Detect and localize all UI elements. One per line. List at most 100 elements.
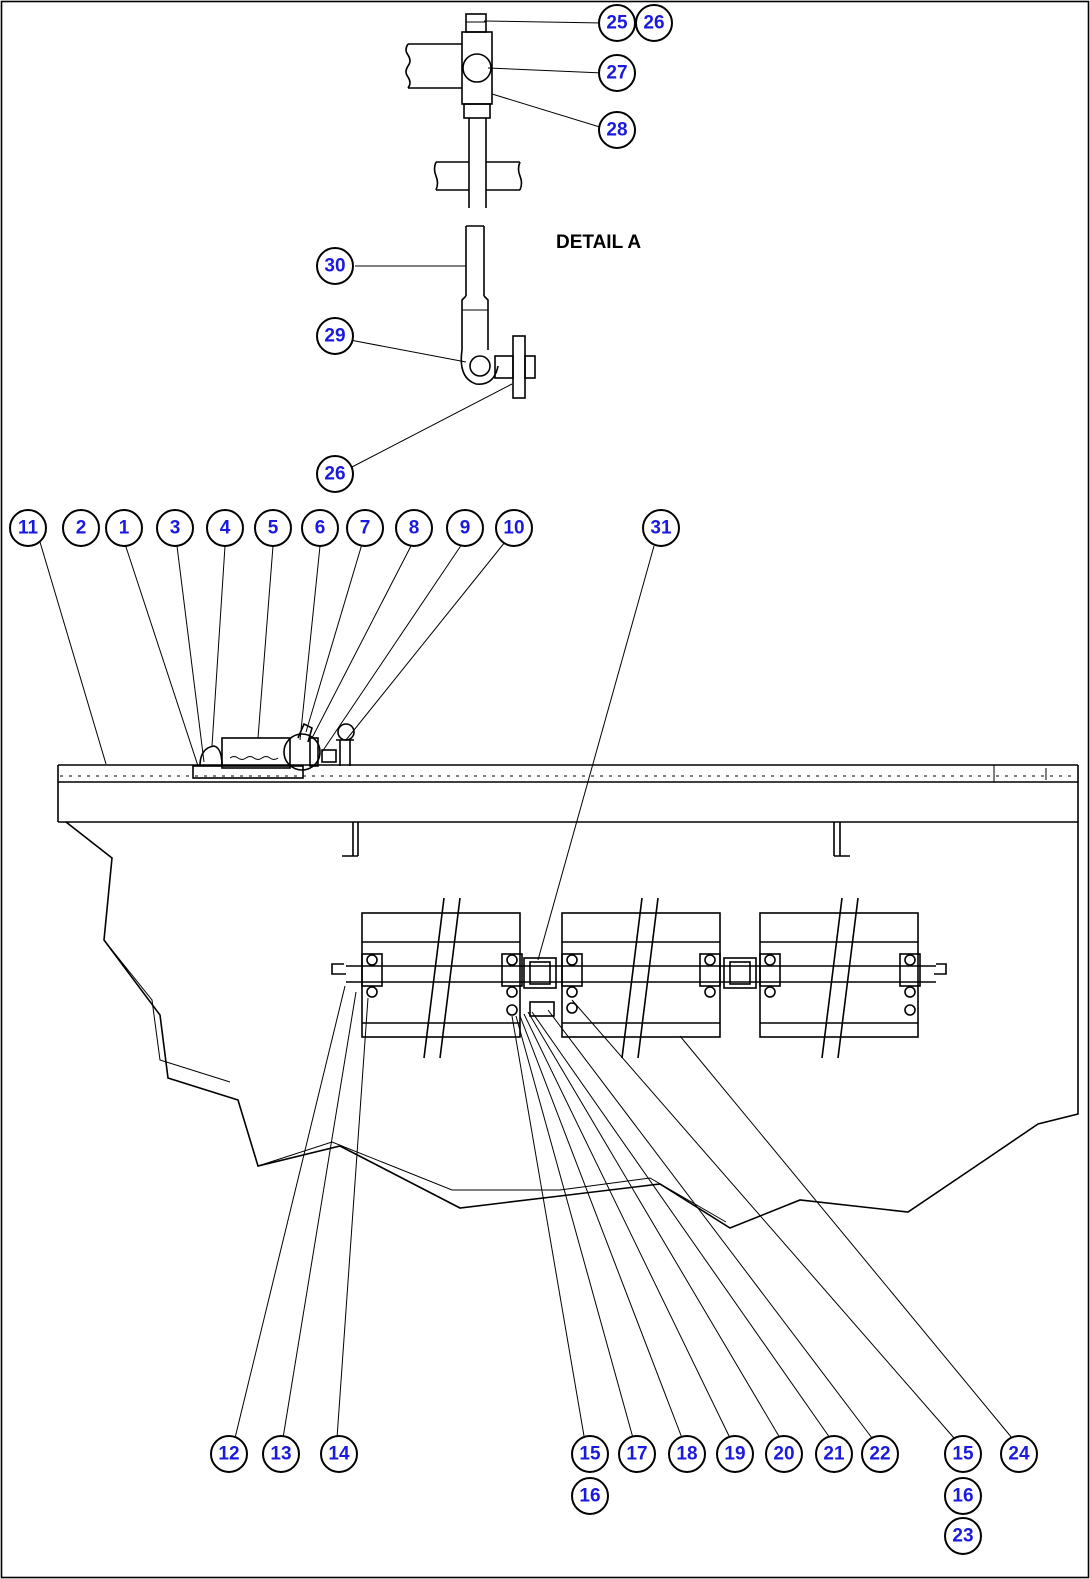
callout-number: 11 <box>18 518 39 539</box>
callout-circle <box>316 455 354 493</box>
callout-number: 26 <box>643 13 664 34</box>
callout-circle <box>944 1435 982 1473</box>
callout-number: 15 <box>952 1444 974 1465</box>
callout-bubble-c9: 9 <box>446 509 484 547</box>
callout-number: 9 <box>460 518 471 539</box>
callout-bubble-c28: 28 <box>598 111 636 149</box>
callout-bubble-c17: 17 <box>618 1435 656 1473</box>
callout-circle <box>210 1435 248 1473</box>
callout-number: 10 <box>503 518 524 539</box>
callout-number: 28 <box>606 120 627 141</box>
callout-circle <box>642 509 680 547</box>
callout-bubble-c22: 22 <box>861 1435 899 1473</box>
callout-bubble-c12: 12 <box>210 1435 248 1473</box>
callout-bubble-c15b: 15 <box>944 1435 982 1473</box>
callout-circle <box>346 509 384 547</box>
callout-number: 14 <box>328 1444 350 1465</box>
callout-circle <box>571 1435 609 1473</box>
callout-number: 18 <box>676 1444 697 1465</box>
callout-circle <box>668 1435 706 1473</box>
callout-bubble-c13: 13 <box>262 1435 300 1473</box>
callout-number: 15 <box>579 1444 601 1465</box>
callout-number: 13 <box>270 1444 291 1465</box>
callout-bubble-c19: 19 <box>716 1435 754 1473</box>
callout-number: 8 <box>409 518 420 539</box>
callout-circle <box>618 1435 656 1473</box>
callout-number: 29 <box>324 326 345 347</box>
callout-number: 6 <box>315 518 326 539</box>
callout-circle <box>320 1435 358 1473</box>
callout-bubble-c4: 4 <box>206 509 244 547</box>
callout-number: 19 <box>724 1444 745 1465</box>
callout-number: 5 <box>268 518 279 539</box>
callout-number: 1 <box>119 518 130 539</box>
callout-bubble-c2: 2 <box>62 509 100 547</box>
callout-circle <box>815 1435 853 1473</box>
callout-number: 4 <box>220 518 231 539</box>
detail-a-title: DETAIL A <box>556 232 641 253</box>
callout-circle <box>105 509 143 547</box>
callout-circle <box>598 111 636 149</box>
callout-bubble-c24: 24 <box>1000 1435 1038 1473</box>
callout-bubble-c21: 21 <box>815 1435 853 1473</box>
callout-bubble-c1: 1 <box>105 509 143 547</box>
callout-circle <box>765 1435 803 1473</box>
callout-bubble-c6: 6 <box>301 509 339 547</box>
callout-circle <box>446 509 484 547</box>
callout-circle <box>262 1435 300 1473</box>
callout-bubble-c29: 29 <box>316 317 354 355</box>
callout-circle <box>571 1477 609 1515</box>
leader-lines <box>39 541 1013 1439</box>
callout-number: 16 <box>952 1486 973 1507</box>
callout-number: 7 <box>360 518 371 539</box>
callout-bubble-c20: 20 <box>765 1435 803 1473</box>
callout-circle <box>861 1435 899 1473</box>
callout-number: 30 <box>324 256 345 277</box>
callout-number: 22 <box>869 1444 890 1465</box>
callout-circle <box>495 509 533 547</box>
callout-bubble-c16a: 16 <box>571 1477 609 1515</box>
callout-number: 25 <box>606 13 628 34</box>
callout-bubble-c8: 8 <box>395 509 433 547</box>
callout-circle <box>635 4 673 42</box>
callout-circle <box>598 54 636 92</box>
callout-number: 31 <box>650 518 672 539</box>
callout-bubble-c7: 7 <box>346 509 384 547</box>
callout-circle <box>395 509 433 547</box>
callout-bubble-c16b: 16 <box>944 1477 982 1515</box>
callout-number: 16 <box>579 1486 600 1507</box>
callout-bubble-c26b: 26 <box>316 455 354 493</box>
callout-number: 20 <box>773 1444 794 1465</box>
callout-circle <box>1000 1435 1038 1473</box>
callout-circle <box>944 1477 982 1515</box>
callout-number: 27 <box>606 63 627 84</box>
callout-circle <box>316 317 354 355</box>
callout-circle <box>9 509 47 547</box>
callout-bubble-c26a: 26 <box>635 4 673 42</box>
callout-circle <box>254 509 292 547</box>
callout-bubble-c27: 27 <box>598 54 636 92</box>
callout-bubble-c14: 14 <box>320 1435 358 1473</box>
callout-bubble-c11: 11 <box>9 509 47 547</box>
callout-number: 3 <box>170 518 181 539</box>
callout-bubble-c31: 31 <box>642 509 680 547</box>
callout-bubble-c5: 5 <box>254 509 292 547</box>
callout-number: 21 <box>823 1444 845 1465</box>
callout-circle <box>316 247 354 285</box>
callout-circle <box>301 509 339 547</box>
callout-bubble-c3: 3 <box>156 509 194 547</box>
callout-number: 17 <box>626 1444 647 1465</box>
callout-circle <box>62 509 100 547</box>
beam-assembly <box>57 722 1079 1229</box>
callout-circle <box>156 509 194 547</box>
callout-bubble-c18: 18 <box>668 1435 706 1473</box>
callout-circle <box>716 1435 754 1473</box>
callout-number: 23 <box>952 1526 973 1547</box>
callout-number: 26 <box>324 464 345 485</box>
callout-bubble-c30: 30 <box>316 247 354 285</box>
callout-number: 24 <box>1008 1444 1030 1465</box>
